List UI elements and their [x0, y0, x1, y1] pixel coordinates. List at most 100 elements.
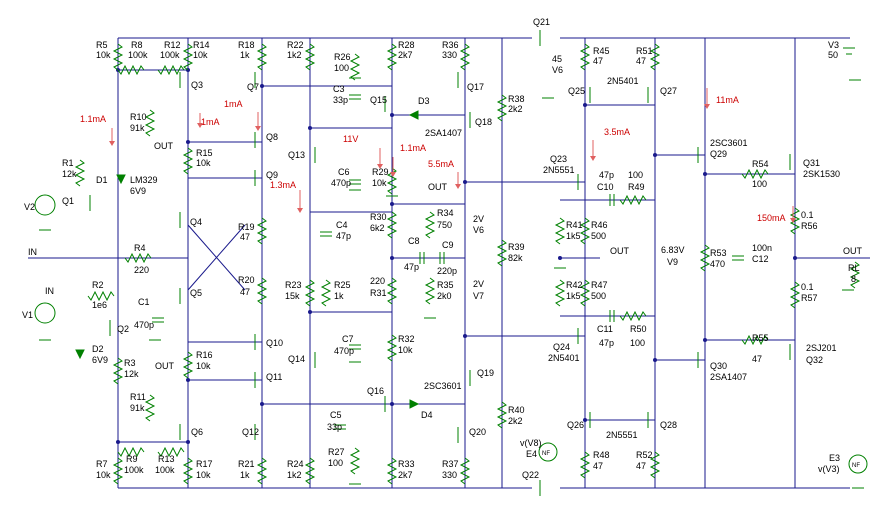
label-r50-value: 100	[630, 338, 645, 348]
label-r47-value: 500	[591, 291, 606, 301]
label-v7: V7	[473, 291, 484, 301]
label-q9: Q9	[266, 170, 278, 180]
label-q3: Q3	[191, 80, 203, 90]
diode-d4-symbol	[409, 399, 420, 409]
resistor-r9	[117, 446, 145, 458]
label-v6b: V6	[473, 225, 484, 235]
current-annotations: 1.1mA 1mA 1mA 1.3mA 11V 1.1mA 5.5mA 3.5m…	[80, 95, 786, 223]
label-r46: R46	[591, 220, 608, 230]
label-r4: R4	[134, 243, 146, 253]
label-r40: R40	[508, 405, 525, 415]
label-q24: Q24	[553, 342, 570, 352]
label-q22: Q22	[522, 470, 539, 480]
label-r56: R56	[801, 221, 818, 231]
label-r38-value: 2k2	[508, 104, 523, 114]
label-e3-function: v(V3)	[818, 464, 840, 474]
label-r20-value: 47	[240, 287, 250, 297]
label-c9-value: 220p	[437, 266, 457, 276]
label-q30: Q30	[710, 361, 727, 371]
label-2sa1407-b: 2SA1407	[710, 372, 747, 382]
diode-d1-symbol	[116, 174, 126, 185]
resistor-r56	[789, 207, 801, 235]
label-q8: Q8	[266, 132, 278, 142]
label-c8: C8	[408, 236, 420, 246]
annotation-150ma: 150mA	[757, 213, 786, 223]
label-v1: V1	[22, 310, 33, 320]
resistor-r19	[256, 217, 268, 245]
resistor-r31	[386, 277, 398, 305]
label-q13: Q13	[288, 150, 305, 160]
label-v2: V2	[24, 202, 35, 212]
annotation-1-3ma: 1.3mA	[270, 180, 296, 190]
label-r1: R1	[62, 158, 74, 168]
label-r19-value: 47	[240, 232, 250, 242]
resistor-r16	[182, 351, 194, 379]
label-lm329: LM329	[130, 175, 158, 185]
label-r27-value: 100	[328, 458, 343, 468]
label-v9: V9	[667, 257, 678, 267]
label-q5: Q5	[190, 288, 202, 298]
label-r20: R20	[238, 275, 255, 285]
label-r31: R31	[370, 288, 387, 298]
label-e3: E3	[829, 453, 840, 463]
label-r36: R36	[442, 40, 459, 50]
label-r29-value: 10k	[372, 178, 387, 188]
label-rl: RL	[848, 263, 860, 273]
label-q26: Q26	[567, 420, 584, 430]
label-r27: R27	[328, 447, 345, 457]
label-q6: Q6	[191, 427, 203, 437]
resistor-r24	[304, 457, 316, 485]
annotation-11v: 11V	[343, 134, 358, 144]
label-r12-value: 100k	[160, 50, 180, 60]
resistor-r41	[554, 217, 566, 245]
label-q21: Q21	[533, 17, 550, 27]
label-v3: V3	[828, 40, 839, 50]
resistor-r10	[144, 109, 156, 137]
label-r17: R17	[196, 459, 213, 469]
label-r25-value: 1k	[334, 291, 344, 301]
wires	[28, 37, 870, 489]
label-r31-value: 220	[370, 276, 385, 286]
label-r7-value: 10k	[96, 470, 111, 480]
label-c7: C7	[342, 334, 354, 344]
label-q7: Q7	[247, 82, 259, 92]
label-r24: R24	[287, 459, 304, 469]
label-c3: C3	[333, 84, 345, 94]
label-nf-2: NF	[852, 463, 860, 469]
label-c11-value: 47p	[599, 338, 614, 348]
label-r49-value: 100	[628, 170, 643, 180]
label-r45: R45	[593, 46, 610, 56]
label-v7-value: 2V	[473, 279, 484, 289]
label-r57-value: 0.1	[801, 282, 814, 292]
label-r49: R49	[628, 182, 645, 192]
label-c8-value: 47p	[404, 262, 419, 272]
source-e4-symbol	[538, 442, 558, 462]
label-e4: E4	[526, 449, 537, 459]
label-2sj201: 2SJ201	[806, 343, 837, 353]
label-2n5401-a: 2N5401	[607, 76, 639, 86]
annotation-1ma-b: 1mA	[201, 117, 220, 127]
label-r11: R11	[130, 392, 146, 402]
source-e3-symbol	[848, 454, 868, 474]
label-q16: Q16	[367, 386, 384, 396]
label-r57: R57	[801, 293, 818, 303]
current-arrows	[109, 88, 796, 223]
label-r9: R9	[126, 454, 138, 464]
label-c4: C4	[336, 220, 348, 230]
label-r48: R48	[593, 450, 610, 460]
label-r47: R47	[591, 280, 608, 290]
label-out-1: OUT	[154, 141, 174, 151]
label-r51: R51	[636, 46, 653, 56]
label-r39: R39	[508, 242, 525, 252]
label-q11: Q11	[266, 372, 282, 382]
label-q4: Q4	[190, 217, 202, 227]
label-r8-value: 100k	[128, 50, 148, 60]
label-v3-value: 50	[828, 50, 838, 60]
label-d2: D2	[92, 344, 104, 354]
label-c10: C10	[597, 182, 614, 192]
label-in-2: IN	[45, 286, 54, 296]
label-q18: Q18	[475, 117, 492, 127]
label-q20: Q20	[469, 427, 486, 437]
label-r33-value: 2k7	[398, 470, 413, 480]
label-r21: R21	[238, 459, 255, 469]
